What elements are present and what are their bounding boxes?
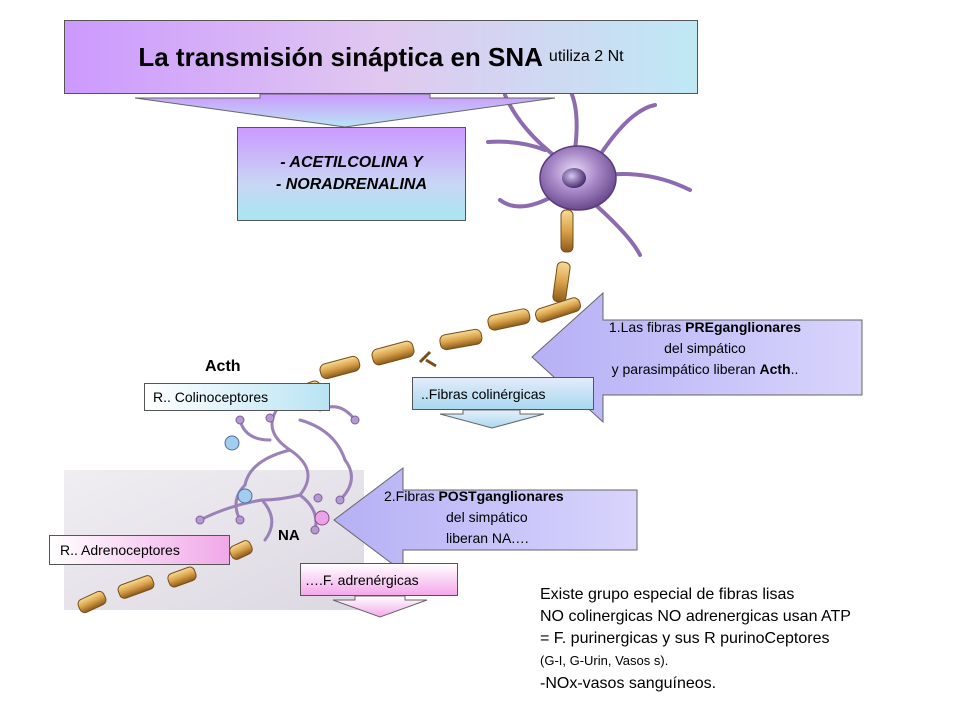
callout1-l1-bold: PREganglionares	[685, 319, 802, 335]
title-box: La transmisión sináptica en SNA utiliza …	[64, 20, 698, 94]
colinergicas-label: ..Fibras colinérgicas	[412, 377, 594, 410]
note-line1: Existe grupo especial de fibras lisas	[540, 586, 795, 603]
neurotransmitter-box: - ACETILCOLINA Y - NORADRENALINA	[237, 127, 466, 221]
na-label: NA	[278, 527, 300, 544]
adrenoceptores-label: R.. Adrenoceptores	[49, 535, 230, 565]
note-line2: NO colinergicas NO adrenergicas usan ATP	[540, 608, 851, 625]
purinergic-note: Existe grupo especial de fibras lisas NO…	[540, 584, 960, 696]
callout1-arrow-shape	[531, 291, 863, 424]
callout1-line1: 1.Las fibras PREganglionares	[560, 317, 850, 338]
colinergicas-down-arrow	[439, 409, 545, 429]
callout2-l1-bold: POSTganglionares	[438, 488, 564, 504]
callout1-l1-prefix: 1.Las fibras	[608, 319, 686, 335]
note-line3: = F. purinergicas y sus R purinoCeptores	[540, 630, 830, 647]
nt-noradrenalina: - NORADRENALINA	[275, 176, 428, 193]
callout2-text: 2.Fibras POSTganglionares del simpático …	[372, 486, 642, 549]
nt-acetilcolina: - ACETILCOLINA Y	[280, 154, 423, 171]
note-line4: (G-I, G-Urin, Vasos s).	[540, 653, 669, 668]
callout2-line3: liberan NA.…	[446, 530, 530, 546]
callout1-l3-prefix: y parasimpático liberan	[611, 361, 760, 377]
callout1-l3-bold: Acth	[759, 361, 791, 377]
callout1-l3-suffix: ..	[790, 361, 799, 377]
callout2-l1-prefix: 2.Fibras	[384, 488, 439, 504]
vesicle-blue	[237, 488, 253, 504]
vesicle-blue	[224, 435, 240, 451]
adrenergicas-down-arrow	[332, 595, 428, 618]
page-subtitle: utiliza 2 Nt	[548, 48, 624, 65]
neuron-nucleus	[562, 168, 586, 188]
callout2-line2: del simpático	[446, 509, 528, 525]
callout1-line3: y parasimpático liberan Acth..	[560, 359, 850, 380]
callout2-line1: 2.Fibras POSTganglionares	[372, 486, 642, 507]
callout1-line2: del simpático	[664, 340, 746, 356]
note-line5: -NOx-vasos sanguíneos.	[540, 675, 717, 692]
nerve-endings	[195, 413, 360, 535]
colinoceptores-label: R.. Colinoceptores	[144, 383, 330, 411]
title-down-arrow	[134, 93, 556, 128]
adrenergicas-label: ….F. adrenérgicas	[300, 563, 458, 596]
callout1-text: 1.Las fibras PREganglionares del simpáti…	[560, 317, 850, 380]
axon-myelin-segments	[77, 209, 581, 614]
page-title: La transmisión sináptica en SNA	[138, 41, 543, 72]
callout2-arrow-shape	[333, 466, 638, 574]
vesicle-pink	[314, 510, 330, 526]
acth-label: Acth	[205, 358, 241, 375]
